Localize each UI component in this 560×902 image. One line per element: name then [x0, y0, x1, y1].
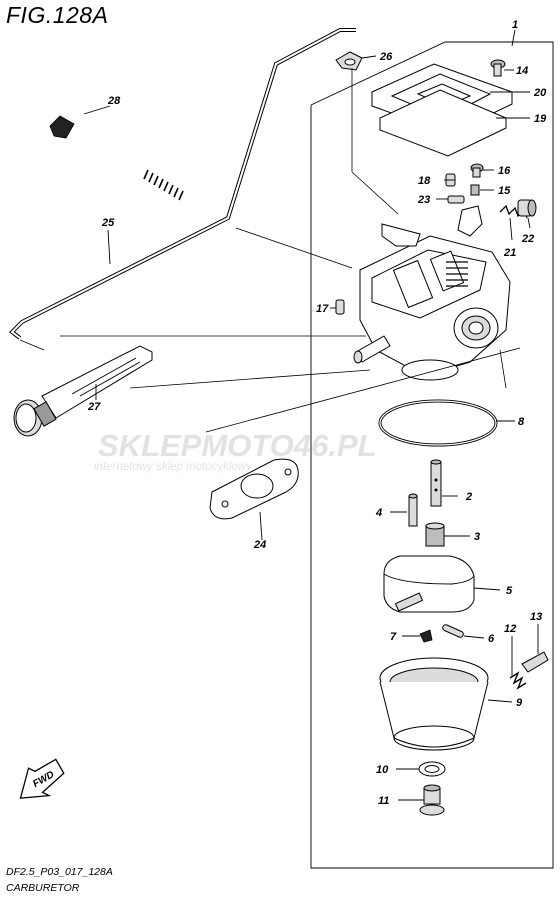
- callout-6: 6: [488, 633, 495, 645]
- callout-20: 20: [533, 87, 547, 99]
- callout-26: 26: [379, 51, 393, 63]
- callout-13: 13: [530, 611, 542, 623]
- callout-19: 19: [534, 113, 547, 125]
- part-15-washer: [470, 184, 480, 196]
- callout-16: 16: [498, 165, 511, 177]
- part-9-float-bowl: [379, 657, 489, 751]
- watermark-sub: internetowy sklep motocyklowy: [94, 461, 253, 473]
- callout-5: 5: [506, 585, 513, 597]
- diagram-name: CARBURETOR: [6, 882, 80, 894]
- part-27-choke-knob: [13, 345, 153, 437]
- part-7-needle: [419, 629, 433, 643]
- callout-12: 12: [504, 623, 516, 635]
- watermark-main: SKLEPMOTO46.PL: [98, 428, 377, 463]
- part-3-main-jet: [425, 522, 445, 547]
- callout-28: 28: [107, 95, 121, 107]
- callout-10: 10: [376, 764, 389, 776]
- assembly-outline: [310, 41, 554, 869]
- part-6-pin: [442, 624, 464, 638]
- part-12-spring: [509, 671, 527, 690]
- carburetor-body: [353, 205, 511, 381]
- part-4-pilot-jet: [408, 493, 418, 527]
- part-19-gasket: [379, 89, 507, 157]
- part-23-pin: [447, 195, 465, 204]
- callout-15: 15: [498, 185, 511, 197]
- part-10-gasket: [418, 761, 446, 777]
- callout-labels: 1 2 3 4 5 6 7 8 9 10 11 12 13 14 15 16 1…: [87, 19, 547, 807]
- part-5-float: [383, 555, 475, 613]
- diagram-code: DF2.5_P03_017_128A: [6, 866, 113, 878]
- callout-4: 4: [375, 507, 382, 519]
- callout-24: 24: [253, 539, 266, 551]
- part-13-screw: [521, 651, 549, 673]
- watermark: SKLEPMOTO46.PL internetowy sklep motocyk…: [94, 428, 377, 473]
- part-14-screw: [490, 59, 506, 77]
- part-16-screw: [470, 163, 484, 178]
- part-22-screw: [517, 199, 537, 217]
- callout-8: 8: [518, 416, 525, 428]
- callout-11: 11: [378, 795, 389, 807]
- callout-18: 18: [418, 175, 431, 187]
- callout-27: 27: [87, 401, 101, 413]
- figure-title: FIG.128A: [6, 2, 109, 28]
- callout-1: 1: [512, 19, 518, 31]
- part-24-gasket: [209, 458, 299, 520]
- callout-2: 2: [465, 491, 472, 503]
- callout-3: 3: [474, 531, 480, 543]
- fwd-arrow-icon: FWD: [19, 758, 65, 799]
- part-28-bolt: [49, 115, 187, 201]
- part-8-o-ring: [378, 399, 498, 447]
- part-25-link-rod: [8, 28, 356, 340]
- callout-17: 17: [316, 303, 329, 315]
- callout-9: 9: [516, 697, 523, 709]
- callout-7: 7: [390, 631, 397, 643]
- callout-22: 22: [521, 233, 534, 245]
- part-17-screw: [335, 299, 345, 315]
- part-11-drain-bolt: [419, 784, 445, 816]
- leader-lines: [83, 29, 539, 801]
- part-2-nozzle: [430, 459, 442, 507]
- callout-23: 23: [417, 194, 430, 206]
- callout-21: 21: [503, 247, 516, 259]
- callout-14: 14: [516, 65, 528, 77]
- guide-lines: [19, 68, 521, 433]
- callout-25: 25: [101, 217, 115, 229]
- part-26-clip: [335, 51, 363, 71]
